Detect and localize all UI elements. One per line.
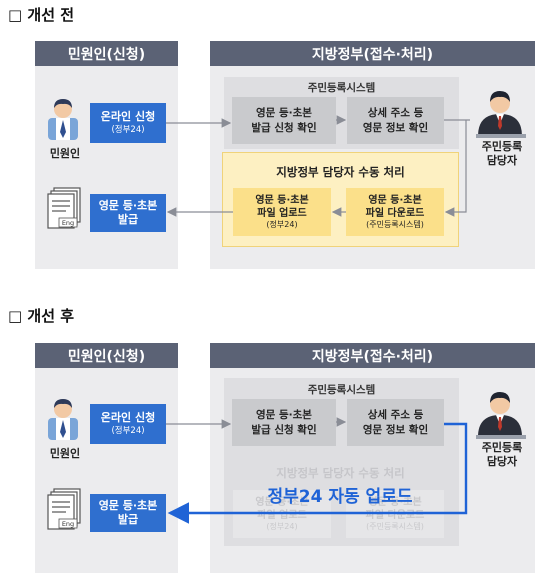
- after-issue-text: 영문 등·초본 발급: [98, 498, 158, 526]
- before-upload-box: 영문 등·초본 파일 업로드 (정부24): [233, 188, 331, 236]
- document-tag: Eng: [62, 219, 74, 227]
- before-download-sub: (주민등록시스템): [366, 219, 424, 229]
- before-address-check-text: 상세 주소 등 영문 정보 확인: [362, 107, 429, 134]
- before-government-header: 지방정부(접수·처리): [210, 41, 535, 66]
- before-system-title: 주민등록시스템: [307, 82, 376, 94]
- before-heading: □ 개선 전: [8, 6, 75, 24]
- before-download-box: 영문 등·초본 파일 다운로드 (주민등록시스템): [346, 188, 444, 236]
- document-icon: Eng: [47, 488, 81, 530]
- before-upload-sub: (정부24): [266, 219, 298, 229]
- person-icon: [48, 99, 78, 140]
- after-address-check-box: 상세 주소 등 영문 정보 확인: [347, 399, 444, 446]
- before-online-apply-box: 온라인 신청 (정부24): [90, 103, 166, 143]
- before-upload-title: 영문 등·초본 파일 업로드: [255, 194, 309, 219]
- after-auto-upload-arrow: [167, 422, 468, 524]
- after-government-header: 지방정부(접수·처리): [210, 343, 535, 368]
- officer-icon: [476, 392, 526, 439]
- before-manual-title: 지방정부 담당자 수동 처리: [276, 165, 405, 179]
- after-issue-box: 영문 등·초본 발급: [90, 494, 166, 532]
- before-address-check-box: 상세 주소 등 영문 정보 확인: [347, 97, 444, 144]
- document-icon: Eng: [47, 187, 81, 229]
- before-citizen-label: 민원인: [49, 147, 81, 160]
- person-icon: [48, 399, 78, 440]
- after-heading: □ 개선 후: [8, 307, 75, 325]
- after-system-title: 주민등록시스템: [307, 384, 376, 396]
- after-online-apply-box: 온라인 신청 (정부24): [90, 404, 166, 444]
- before-citizen-header: 민원인(신청): [35, 41, 178, 66]
- before-online-apply-sub: (정부24): [111, 124, 145, 135]
- after-online-apply-title: 온라인 신청: [100, 411, 156, 425]
- after-citizen-panel: [35, 343, 178, 573]
- after-citizen-header: 민원인(신청): [35, 343, 178, 368]
- after-upload-sub-faded: (정부24): [266, 521, 298, 531]
- document-tag: Eng: [62, 520, 74, 528]
- after-request-check-text: 영문 등·초본 발급 신청 확인: [251, 409, 317, 436]
- before-officer-label: 주민등록 담당자: [481, 140, 523, 168]
- after-auto-upload-label: 정부24 자동 업로드: [267, 487, 413, 507]
- before-issue-box: 영문 등·초본 발급: [90, 194, 166, 232]
- after-download-sub-faded: (주민등록시스템): [366, 521, 424, 531]
- after-online-apply-sub: (정부24): [111, 425, 145, 436]
- officer-icon: [476, 91, 526, 138]
- before-download-title: 영문 등·초본 파일 다운로드: [365, 194, 425, 219]
- after-citizen-label: 민원인: [49, 447, 81, 460]
- after-address-check-text: 상세 주소 등 영문 정보 확인: [362, 409, 429, 436]
- after-upload-title-faded: 영문 등·초본 파일 업로드: [255, 496, 309, 521]
- before-issue-text: 영문 등·초본 발급: [98, 198, 158, 226]
- after-download-title-faded: 영문 등·초본 파일 다운로드: [365, 496, 425, 521]
- before-online-apply-title: 온라인 신청: [100, 110, 156, 124]
- before-request-check-text: 영문 등·초본 발급 신청 확인: [251, 107, 317, 134]
- after-request-check-box: 영문 등·초본 발급 신청 확인: [232, 399, 336, 446]
- before-request-check-box: 영문 등·초본 발급 신청 확인: [232, 97, 336, 144]
- before-arrow-officer-to-download: [444, 120, 467, 217]
- after-manual-title-faded: 지방정부 담당자 수동 처리: [276, 466, 405, 480]
- after-officer-label: 주민등록 담당자: [481, 441, 523, 469]
